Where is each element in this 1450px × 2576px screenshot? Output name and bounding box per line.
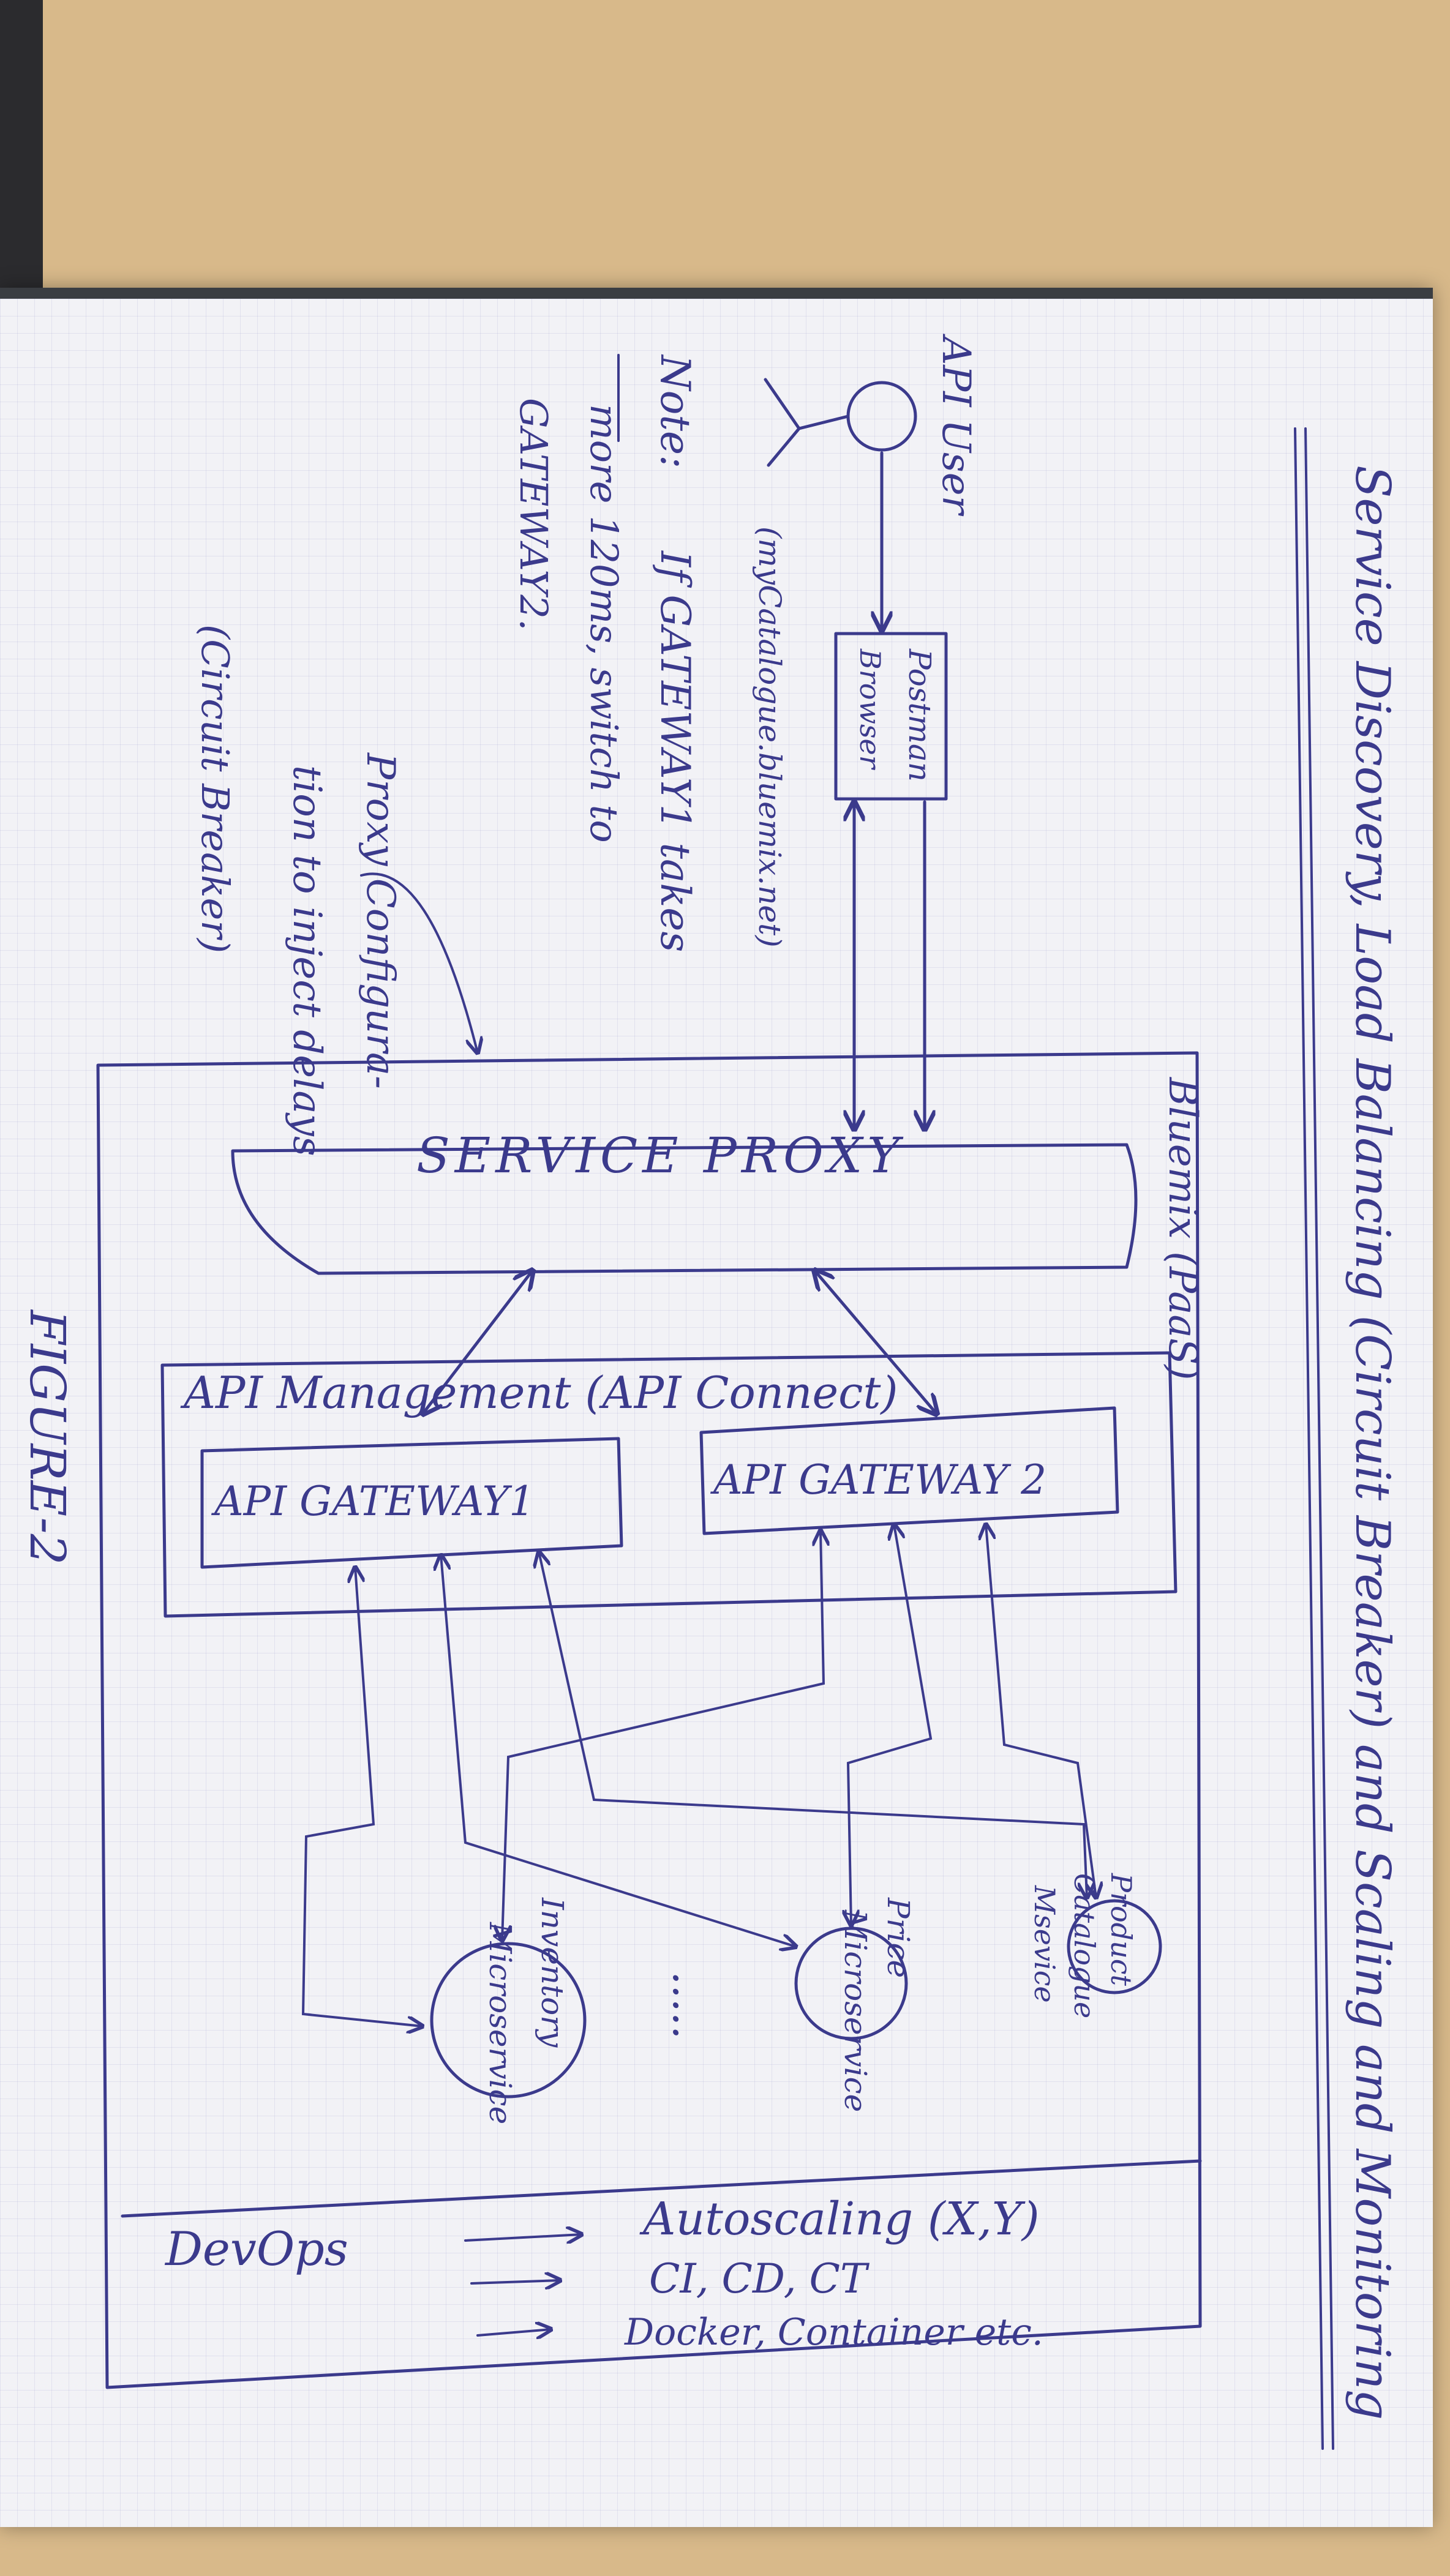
- api-management-box: [160, 1351, 1178, 1618]
- gw2-price-link: [848, 1524, 933, 1925]
- proxy-gateway1-arrow: [423, 1270, 533, 1414]
- user-body-icon: [764, 378, 850, 467]
- devops-divider: [121, 2159, 1202, 2218]
- client-box: [834, 632, 948, 801]
- endpoint-label: (myCatalogue.bluemix.net): [752, 526, 787, 948]
- gateway2-label: API GATEWAY 2: [710, 1456, 1046, 1503]
- gateway1-label: API GATEWAY1: [211, 1478, 535, 1525]
- devops-item-2: CI, CD, CT: [649, 2255, 870, 2302]
- price-service: [794, 1926, 908, 2040]
- gw1-inventory-link: [301, 1567, 423, 2026]
- bluemix-boundary: [96, 1051, 1202, 2389]
- note-line-2: more 120ms, switch to: [582, 404, 626, 843]
- product-catalogue-service: [1067, 1899, 1162, 1994]
- microservice-2-line-1: Price: [881, 1897, 916, 1978]
- note-line-1: If GATEWAY1 takes: [652, 550, 699, 952]
- gateway2-box: [699, 1406, 1119, 1535]
- proxy-note-line-1: Proxy Configura-: [358, 752, 403, 1089]
- proxy-gateway2-arrow: [814, 1270, 937, 1414]
- api-management-label: API Management (API Connect): [180, 1367, 898, 1418]
- note-label: Note:: [652, 354, 699, 468]
- user-icon: [846, 381, 917, 452]
- ellipsis: .....: [663, 1971, 713, 2039]
- service-proxy-label: SERVICE PROXY: [416, 1127, 904, 1184]
- proxy-note-line-3: (Circuit Breaker): [193, 624, 238, 953]
- devops-label: DevOps: [164, 2222, 348, 2276]
- gw1-price-link: [441, 1555, 796, 1947]
- proxy-note-line-2: tion to inject delays: [284, 765, 329, 1156]
- desk-shadow: [0, 0, 43, 288]
- client-label-2: Browser: [854, 648, 887, 771]
- title-underline-1: [1294, 427, 1324, 2450]
- gw2-catalogue-link: [986, 1524, 1096, 1898]
- microservice-3-line-1: Inventory: [535, 1897, 570, 2048]
- proxy-note-arrow: [360, 872, 478, 1053]
- microservice-1-line-1: Product: [1105, 1873, 1138, 1986]
- devops-arrow-3: [476, 2329, 551, 2335]
- figure-label: FIGURE-2: [19, 1309, 76, 1565]
- devops-arrow-2: [470, 2280, 560, 2283]
- microservice-2-line-2: Microservice: [838, 1909, 873, 2112]
- title-underline-2: [1304, 427, 1334, 2450]
- devops-item-3: Docker, Container etc.: [624, 2311, 1043, 2354]
- gw2-inventory-link: [502, 1530, 824, 1941]
- microservice-1-line-3: Msevice: [1028, 1885, 1061, 2003]
- platform-label: Bluemix (PaaS): [1160, 1077, 1205, 1380]
- note-line-3: GATEWAY2.: [511, 398, 556, 631]
- actor-label: API User: [933, 334, 979, 517]
- devops-arrow-1: [464, 2234, 582, 2241]
- microservice-3-line-2: Microservice: [483, 1922, 518, 2124]
- service-proxy-box: [231, 1143, 1138, 1275]
- client-label-1: Postman: [902, 648, 937, 782]
- notebook-page: [0, 288, 1433, 2527]
- diagram-title: Service Discovery, Load Balancing (Circu…: [1345, 465, 1400, 2420]
- devops-item-1: Autoscaling (X,Y): [639, 2193, 1040, 2245]
